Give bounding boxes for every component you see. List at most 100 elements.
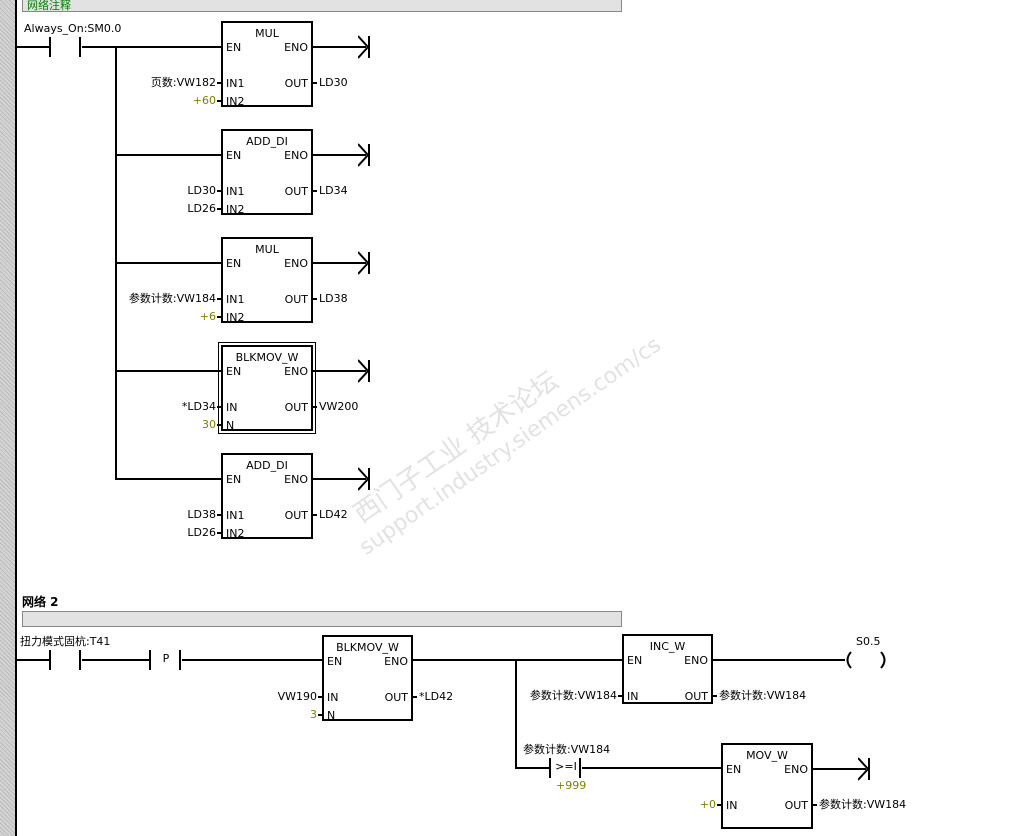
output-operand[interactable]: LD42 bbox=[319, 508, 348, 521]
eno-pin: ENO bbox=[284, 257, 308, 270]
t41-contact-left-plate bbox=[49, 650, 51, 670]
output-operand[interactable]: 参数计数:VW184 bbox=[719, 689, 807, 702]
en-pin: EN bbox=[226, 365, 242, 378]
eno-pin: ENO bbox=[284, 473, 308, 486]
wire bbox=[516, 767, 550, 769]
out-pin: OUT bbox=[284, 293, 308, 306]
compare-contact-left-plate bbox=[549, 758, 551, 778]
contact-label[interactable]: Always_On:SM0.0 bbox=[24, 22, 122, 35]
eno-pin: ENO bbox=[284, 41, 308, 54]
input-operand[interactable]: LD26 bbox=[187, 202, 216, 215]
out-pin: OUT bbox=[684, 690, 708, 703]
out-pin: OUT bbox=[284, 185, 308, 198]
out-pin: OUT bbox=[284, 77, 308, 90]
input-operand[interactable]: 参数计数:VW184 bbox=[128, 292, 216, 305]
input-operand[interactable]: *LD34 bbox=[181, 400, 216, 413]
box-title: INC_W bbox=[649, 640, 686, 653]
wire bbox=[116, 478, 221, 480]
pin-stub bbox=[313, 82, 317, 84]
box-title: ADD_DI bbox=[246, 135, 288, 148]
left-gutter bbox=[0, 0, 15, 836]
coil-label[interactable]: S0.5 bbox=[856, 635, 881, 648]
input-operand[interactable]: +0 bbox=[699, 798, 716, 811]
wire bbox=[116, 370, 221, 372]
input-pin-in1: IN1 bbox=[226, 77, 245, 90]
watermark-line2: support.industry.siemens.com/cs bbox=[355, 332, 666, 561]
input-operand[interactable]: 30 bbox=[202, 418, 216, 431]
network2-comment[interactable] bbox=[22, 611, 622, 627]
input-operand[interactable]: +6 bbox=[199, 310, 216, 323]
input-operand[interactable]: 页数:VW182 bbox=[150, 76, 216, 89]
eno-end-arrow-icon bbox=[357, 35, 372, 59]
output-coil[interactable] bbox=[843, 650, 889, 670]
wire bbox=[313, 370, 366, 372]
out-pin: OUT bbox=[284, 401, 308, 414]
input-pin-n: N bbox=[226, 419, 235, 432]
positive-edge-contact-right-plate bbox=[179, 650, 181, 670]
output-operand[interactable]: LD38 bbox=[319, 292, 348, 305]
eno-end-arrow-icon bbox=[357, 251, 372, 275]
box-title: BLKMOV_W bbox=[235, 351, 299, 364]
input-pin-in1: IN1 bbox=[226, 293, 245, 306]
pin-stub bbox=[713, 695, 717, 697]
en-pin: EN bbox=[226, 473, 242, 486]
pin-stub bbox=[217, 406, 221, 408]
always-on-contact-left-plate bbox=[49, 37, 51, 57]
out-pin: OUT bbox=[284, 509, 308, 522]
box-title: ADD_DI bbox=[246, 459, 288, 472]
input-pin-in: IN bbox=[726, 799, 738, 812]
pin-stub bbox=[217, 532, 221, 534]
pin-stub bbox=[313, 406, 317, 408]
pin-stub bbox=[318, 714, 322, 716]
input-pin-in: IN bbox=[327, 691, 339, 704]
en-pin: EN bbox=[627, 654, 643, 667]
en-pin: EN bbox=[226, 149, 242, 162]
branch-line bbox=[515, 660, 517, 769]
pin-stub bbox=[318, 696, 322, 698]
output-operand[interactable]: LD30 bbox=[319, 76, 348, 89]
wire bbox=[182, 659, 322, 661]
watermark-line1: 西门子工业 技术论坛 bbox=[348, 365, 565, 530]
network2-header[interactable]: 网络 2 bbox=[22, 595, 59, 609]
pin-stub bbox=[717, 804, 721, 806]
input-operand[interactable]: 参数计数:VW184 bbox=[529, 689, 617, 702]
eno-pin: ENO bbox=[284, 149, 308, 162]
network1-comment[interactable]: 网络注释 bbox=[22, 0, 622, 12]
en-pin: EN bbox=[327, 655, 343, 668]
input-operand[interactable]: LD38 bbox=[187, 508, 216, 521]
eno-pin: ENO bbox=[384, 655, 408, 668]
input-operand[interactable]: LD26 bbox=[187, 526, 216, 539]
contact-label[interactable]: 扭力模式固杭:T41 bbox=[20, 635, 111, 648]
output-operand[interactable]: LD34 bbox=[319, 184, 348, 197]
input-operand[interactable]: 3 bbox=[310, 708, 317, 721]
eno-pin: ENO bbox=[684, 654, 708, 667]
compare-contact-right-plate bbox=[579, 758, 581, 778]
input-operand[interactable]: VW190 bbox=[277, 690, 317, 703]
compare-label[interactable]: 参数计数:VW184 bbox=[523, 743, 611, 756]
input-pin-in2: IN2 bbox=[226, 95, 245, 108]
eno-pin: ENO bbox=[784, 763, 808, 776]
pin-stub bbox=[313, 190, 317, 192]
input-operand[interactable]: +60 bbox=[192, 94, 216, 107]
pin-stub bbox=[813, 804, 817, 806]
input-operand[interactable]: LD30 bbox=[187, 184, 216, 197]
input-pin-in2: IN2 bbox=[226, 203, 245, 216]
compare-value[interactable]: +999 bbox=[556, 779, 587, 792]
pin-stub bbox=[313, 514, 317, 516]
positive-edge-contact-left-plate bbox=[149, 650, 151, 670]
output-operand[interactable]: 参数计数:VW184 bbox=[819, 798, 907, 811]
compare-contact-symbol: >=I bbox=[555, 760, 577, 773]
wire bbox=[16, 659, 50, 661]
wire bbox=[16, 46, 50, 48]
input-pin-in: IN bbox=[226, 401, 238, 414]
output-operand[interactable]: *LD42 bbox=[419, 690, 454, 703]
output-operand[interactable]: VW200 bbox=[319, 400, 359, 413]
